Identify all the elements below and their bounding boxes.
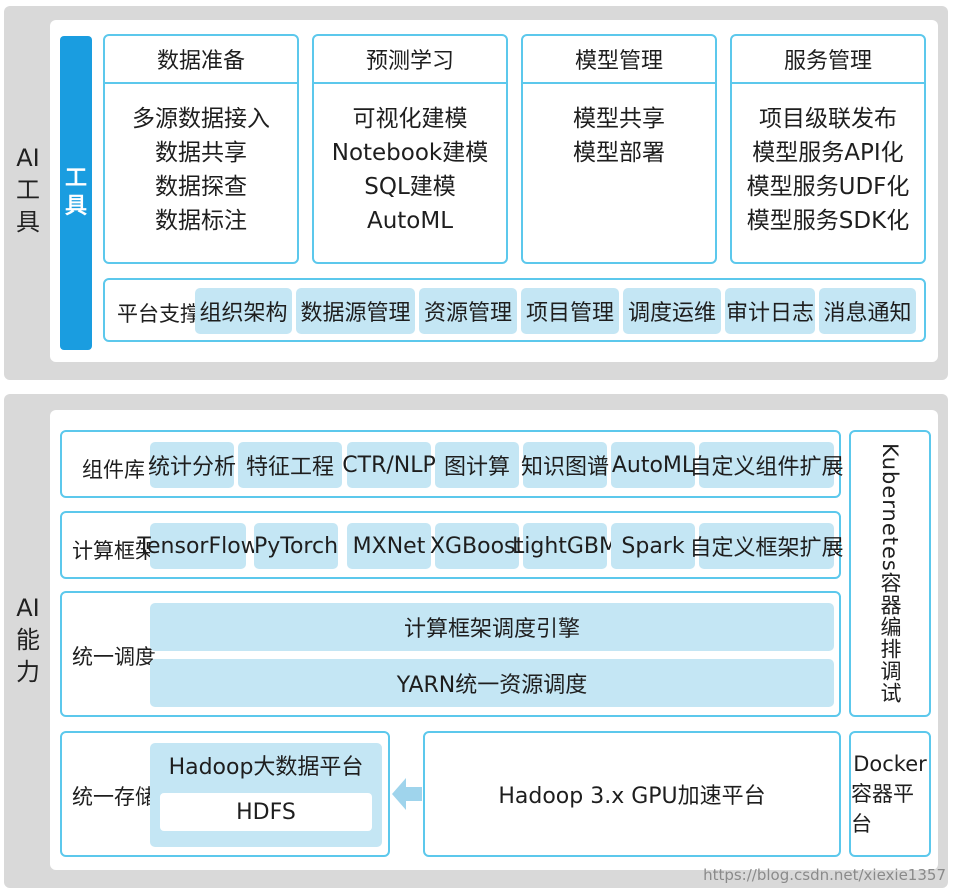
platform-chip: 资源管理 — [419, 288, 517, 334]
framework-chip: 自定义框架扩展 — [690, 523, 844, 569]
hadoop-platform-block: Hadoop大数据平台 HDFS — [150, 743, 382, 847]
row-label: 统一存储 — [72, 785, 156, 809]
module-items: 可视化建模 Notebook建模 SQL建模 AutoML — [314, 102, 506, 238]
row-label: 统一调度 — [72, 645, 156, 669]
framework-chip: MXNet — [347, 523, 431, 569]
platform-chip: 项目管理 — [521, 288, 619, 334]
module-service-management: 服务管理 项目级联发布 模型服务API化 模型服务UDF化 模型服务SDK化 — [730, 34, 926, 264]
module-item: 多源数据接入 — [132, 106, 270, 132]
component-chip: 统计分析 — [148, 442, 236, 488]
module-item: 模型服务UDF化 — [746, 174, 910, 200]
component-chip: 自定义组件扩展 — [690, 442, 844, 488]
platform-chip: 消息通知 — [819, 288, 916, 334]
module-item: 数据共享 — [155, 140, 247, 166]
framework-chip: XGBoost — [430, 523, 524, 569]
component-chip: 知识图谱 — [521, 442, 609, 488]
module-item: AutoML — [366, 208, 454, 234]
module-title: 预测学习 — [314, 36, 506, 84]
component-library-row: 组件库 统计分析 特征工程 CTR/NLP 图计算 知识图谱 AutoML 自定… — [60, 430, 844, 498]
module-item: 模型共享 — [573, 106, 665, 132]
platform-support-row: 平台支撑 组织架构 数据源管理 资源管理 项目管理 调度运维 审计日志 消息通知 — [103, 278, 926, 342]
component-chip: 图计算 — [435, 442, 519, 488]
module-item: SQL建模 — [364, 174, 456, 200]
kubernetes-label: Kubernetes容器编排调试 — [878, 443, 902, 704]
module-item: 数据标注 — [155, 208, 247, 234]
module-data-prep: 数据准备 多源数据接入 数据共享 数据探查 数据标注 — [103, 34, 299, 264]
hadoop-platform-label: Hadoop大数据平台 — [168, 755, 364, 780]
module-title: 数据准备 — [105, 36, 297, 84]
hdfs-block: HDFS — [160, 793, 372, 831]
framework-chip: LightGBM — [512, 523, 618, 569]
framework-chip: TensorFlow — [137, 523, 259, 569]
docker-sub-label: 容器平台 — [851, 782, 914, 836]
row-label: 组件库 — [82, 458, 145, 482]
module-item: 可视化建模 — [352, 106, 468, 132]
platform-chip: 组织架构 — [195, 288, 292, 334]
unified-storage-box: 统一存储 Hadoop大数据平台 HDFS — [60, 731, 390, 857]
gpu-platform-box: Hadoop 3.x GPU加速平台 — [423, 731, 841, 857]
framework-chip: PyTorch — [254, 523, 338, 569]
unified-scheduling-row: 统一调度 计算框架调度引擎 YARN统一资源调度 — [60, 591, 841, 717]
tools-tag: 工 具 — [60, 36, 92, 350]
compute-framework-row: 计算框架 TensorFlow PyTorch MXNet XGBoost Li… — [60, 511, 844, 579]
gpu-platform-label: Hadoop 3.x GPU加速平台 — [498, 784, 766, 809]
ai-tools-side-label: AI 工 具 — [16, 144, 40, 236]
module-prediction-learning: 预测学习 可视化建模 Notebook建模 SQL建模 AutoML — [312, 34, 508, 264]
component-chip: CTR/NLP — [342, 442, 436, 488]
ai-capability-side-label: AI 能 力 — [16, 594, 40, 686]
module-item: 模型部署 — [573, 140, 665, 166]
platform-chip: 数据源管理 — [296, 288, 415, 334]
module-item: 数据探查 — [155, 174, 247, 200]
scheduling-engine-bar: 计算框架调度引擎 — [150, 603, 834, 651]
framework-chip: Spark — [611, 523, 695, 569]
platform-chip: 调度运维 — [623, 288, 721, 334]
arrow-left-icon — [392, 778, 422, 810]
module-item: Notebook建模 — [331, 140, 489, 166]
platform-chip: 审计日志 — [725, 288, 815, 334]
module-title: 模型管理 — [523, 36, 715, 84]
row-label: 平台支撑 — [117, 302, 201, 326]
docker-box: Docker 容器平台 — [849, 731, 931, 857]
module-items: 多源数据接入 数据共享 数据探查 数据标注 — [105, 102, 297, 238]
module-item: 模型服务API化 — [752, 140, 904, 166]
module-item: 项目级联发布 — [759, 106, 897, 132]
watermark: https://blog.csdn.net/xiexie1357 — [703, 866, 946, 884]
component-chip: 特征工程 — [238, 442, 342, 488]
module-items: 模型共享 模型部署 — [523, 102, 715, 170]
component-chip: AutoML — [611, 442, 695, 488]
yarn-scheduling-bar: YARN统一资源调度 — [150, 659, 834, 707]
module-item: 模型服务SDK化 — [746, 208, 910, 234]
kubernetes-box: Kubernetes容器编排调试 — [849, 430, 931, 717]
module-items: 项目级联发布 模型服务API化 模型服务UDF化 模型服务SDK化 — [732, 102, 924, 238]
row-label: 计算框架 — [72, 539, 156, 563]
module-title: 服务管理 — [732, 36, 924, 84]
docker-label: Docker — [853, 752, 927, 776]
module-model-management: 模型管理 模型共享 模型部署 — [521, 34, 717, 264]
